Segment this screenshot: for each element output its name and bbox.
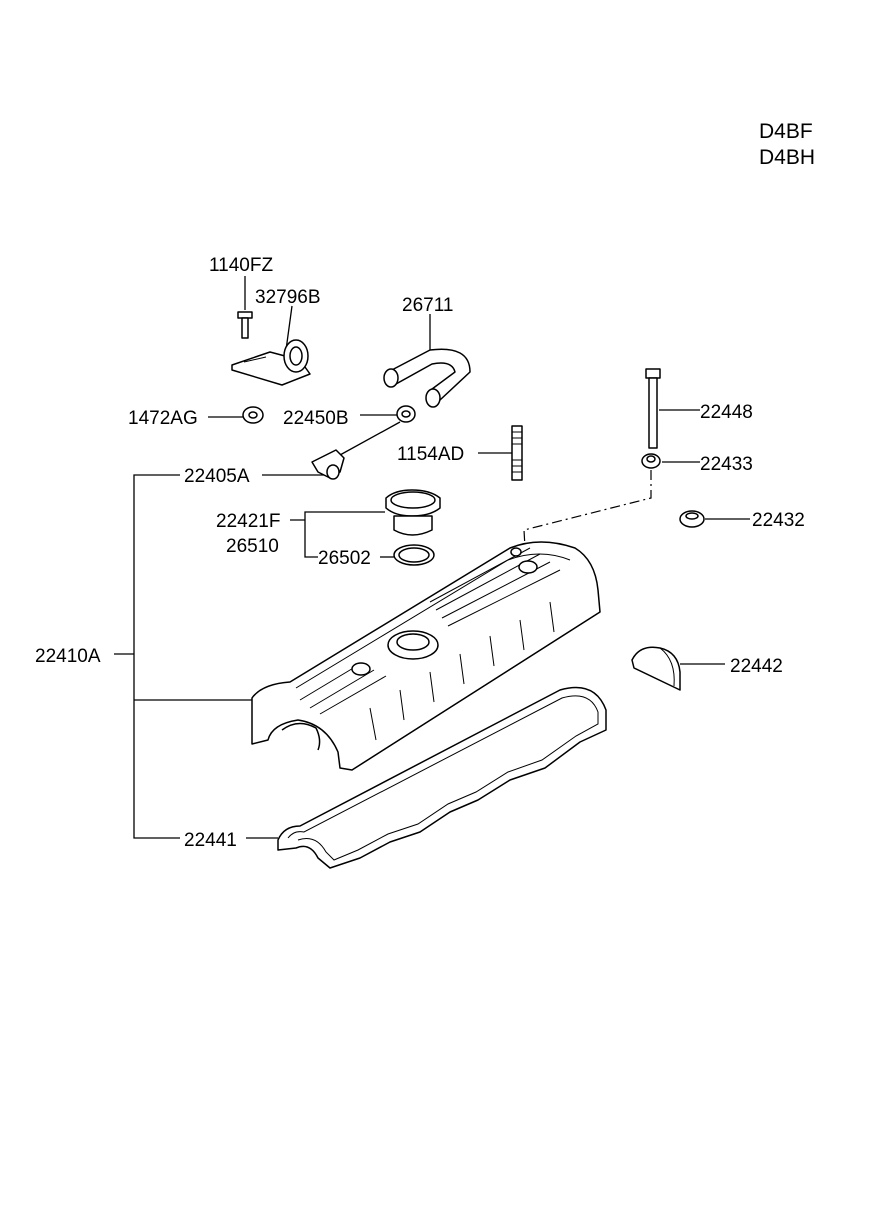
label-22421f: 22421F bbox=[216, 511, 280, 532]
bolt-1140fz[interactable] bbox=[237, 276, 253, 339]
label-1140fz: 1140FZ bbox=[209, 255, 273, 276]
label-1154ad: 1154AD bbox=[397, 444, 464, 465]
washer-22433[interactable] bbox=[641, 453, 661, 469]
label-22433: 22433 bbox=[700, 454, 753, 475]
label-26711: 26711 bbox=[402, 295, 453, 316]
seal-22442[interactable] bbox=[631, 646, 681, 691]
grommet-22432[interactable] bbox=[679, 510, 705, 528]
clamp-22450b[interactable] bbox=[396, 405, 416, 423]
label-22441: 22441 bbox=[184, 830, 237, 851]
oil-filler-cap-22421f[interactable] bbox=[385, 489, 441, 536]
engine-code-d4bf: D4BF bbox=[759, 120, 813, 143]
label-26510: 26510 bbox=[226, 536, 279, 557]
label-22442: 22442 bbox=[730, 656, 783, 677]
bolt-22448[interactable] bbox=[645, 368, 661, 449]
label-22450b: 22450B bbox=[283, 408, 349, 429]
gasket-22441[interactable] bbox=[277, 686, 607, 869]
rocker-cover-22410a[interactable] bbox=[251, 541, 601, 771]
label-22410a: 22410A bbox=[35, 646, 101, 667]
label-22432: 22432 bbox=[752, 510, 805, 531]
label-22448: 22448 bbox=[700, 402, 753, 423]
label-22405a: 22405A bbox=[184, 466, 250, 487]
hose-26711[interactable] bbox=[383, 314, 471, 408]
label-26502: 26502 bbox=[318, 548, 371, 569]
o-ring-26502[interactable] bbox=[393, 544, 435, 566]
elbow-22405a[interactable] bbox=[311, 449, 345, 480]
label-32796b: 32796B bbox=[255, 287, 321, 308]
bracket-32796b[interactable] bbox=[231, 305, 311, 386]
clamp-1472ag[interactable] bbox=[242, 406, 264, 424]
label-1472ag: 1472AG bbox=[128, 408, 198, 429]
stud-1154ad[interactable] bbox=[511, 425, 523, 481]
engine-code-d4bh: D4BH bbox=[759, 146, 815, 169]
assembly-bracket bbox=[133, 474, 180, 839]
